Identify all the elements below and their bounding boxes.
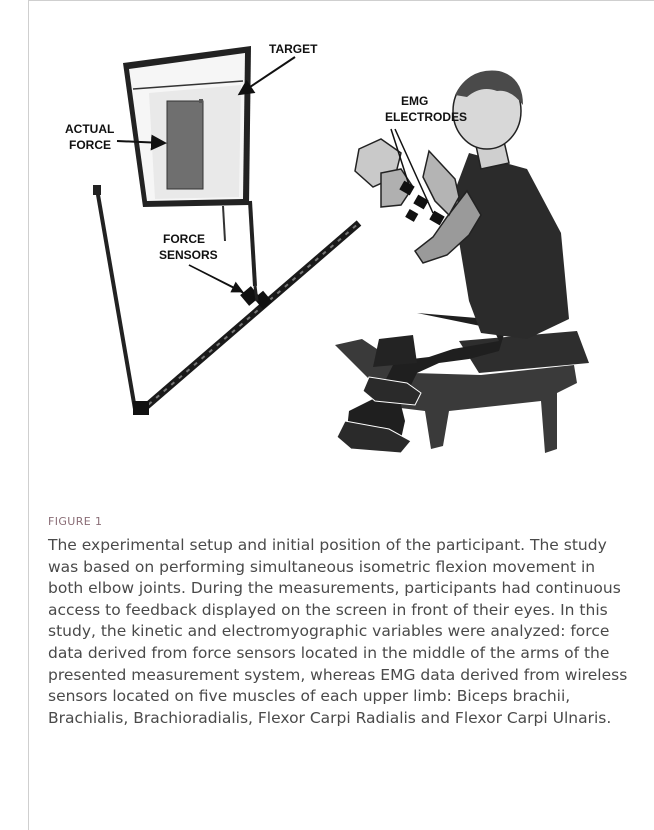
label-target: TARGET bbox=[269, 42, 318, 56]
label-force-sensors-line2: SENSORS bbox=[159, 248, 218, 262]
left-pole bbox=[93, 185, 135, 409]
screen-stand bbox=[223, 201, 255, 286]
figure-caption: The experimental setup and initial posit… bbox=[48, 535, 633, 729]
experimental-setup-illustration: TARGET ACTUAL FORCE EMG ELECTRODES FORCE… bbox=[29, 1, 654, 501]
label-emg-line2: ELECTRODES bbox=[385, 110, 467, 124]
feedback-screen bbox=[123, 46, 251, 207]
actual-force-bar bbox=[167, 101, 203, 189]
label-emg-line1: EMG bbox=[401, 94, 428, 108]
figure-label: FIGURE 1 bbox=[48, 515, 102, 528]
label-actual-force-line2: FORCE bbox=[69, 138, 111, 152]
label-force-sensors-line1: FORCE bbox=[163, 232, 205, 246]
label-actual-force-line1: ACTUAL bbox=[65, 122, 114, 136]
